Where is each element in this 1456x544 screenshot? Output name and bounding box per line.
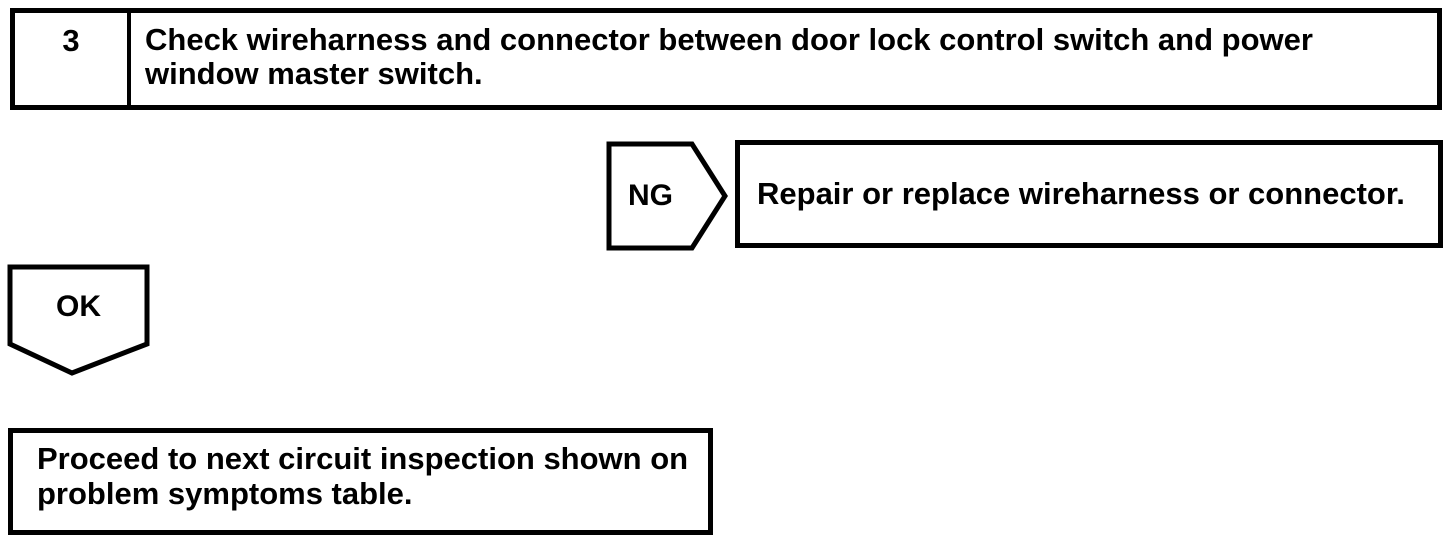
step-instruction: Check wireharness and connector between … (145, 22, 1313, 91)
ng-label: NG (628, 179, 673, 212)
step-box: 3 Check wireharness and connector betwee… (10, 8, 1442, 110)
ok-label: OK (56, 290, 101, 323)
ok-action-box: Proceed to next circuit inspection shown… (8, 428, 713, 535)
step-number-cell: 3 (15, 13, 131, 105)
ok-action-text: Proceed to next circuit inspection shown… (37, 441, 689, 511)
ng-branch-connector: NG (606, 141, 728, 251)
step-number: 3 (62, 23, 80, 58)
ok-branch-connector: OK (7, 264, 153, 376)
ng-action-box: Repair or replace wireharness or connect… (735, 140, 1443, 248)
ng-action-text: Repair or replace wireharness or connect… (757, 176, 1405, 211)
ok-arrow-icon (7, 264, 150, 376)
ng-arrow-icon (606, 141, 728, 251)
